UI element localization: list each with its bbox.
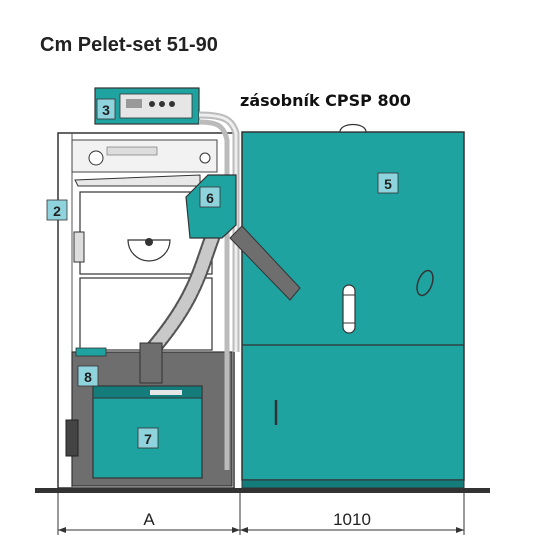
indicator-dial [199,152,211,164]
burner-label-plate [150,390,182,395]
burner-inlet [139,342,163,384]
callout-3: 3 [96,98,116,120]
feed-pipe-inner [198,113,238,352]
callout-7: 7 [137,427,159,449]
callout-6-text: 6 [206,190,214,206]
cable-duct [198,119,230,470]
hopper-base [241,479,465,489]
hopper-caption: zásobník CPSP 800 [240,91,411,110]
callout-6: 6 [199,186,221,208]
thermometer-dial [88,150,104,166]
burner-top-band [92,385,203,399]
door-handle-knob [145,238,153,246]
callout-7-text: 7 [144,431,152,447]
callout-8-text: 8 [84,369,92,385]
door-handle-dial [127,239,171,262]
floor-line [35,488,490,493]
dim-label-1010: 1010 [333,510,371,529]
burner-top-plate [75,347,107,357]
auger-tube [229,225,301,301]
flex-hose [144,232,218,358]
hopper-sight-window [416,269,434,297]
dim-label-a: A [143,510,155,529]
callout-5-text: 5 [384,176,392,192]
dim-arrow-4 [456,527,464,533]
side-flange [65,419,79,457]
brand-plate [106,146,158,156]
diagram-title: Cm Pelet-set 51-90 [40,34,218,56]
dim-arrow-1 [58,527,66,533]
control-knob-1 [149,101,155,107]
callout-3-text: 3 [102,102,110,118]
control-screen [126,99,142,108]
callout-2-text: 2 [53,203,61,219]
hopper-inspection-slot [342,284,356,334]
callout-2: 2 [46,199,68,221]
dim-arrow-2 [232,527,240,533]
hopper-lid-handle [339,123,367,133]
control-knob-3 [169,101,175,107]
callout-5: 5 [377,172,399,194]
control-knob-2 [159,101,165,107]
door-hinge [73,231,85,263]
dim-arrow-3 [240,527,248,533]
callout-8: 8 [77,365,99,387]
